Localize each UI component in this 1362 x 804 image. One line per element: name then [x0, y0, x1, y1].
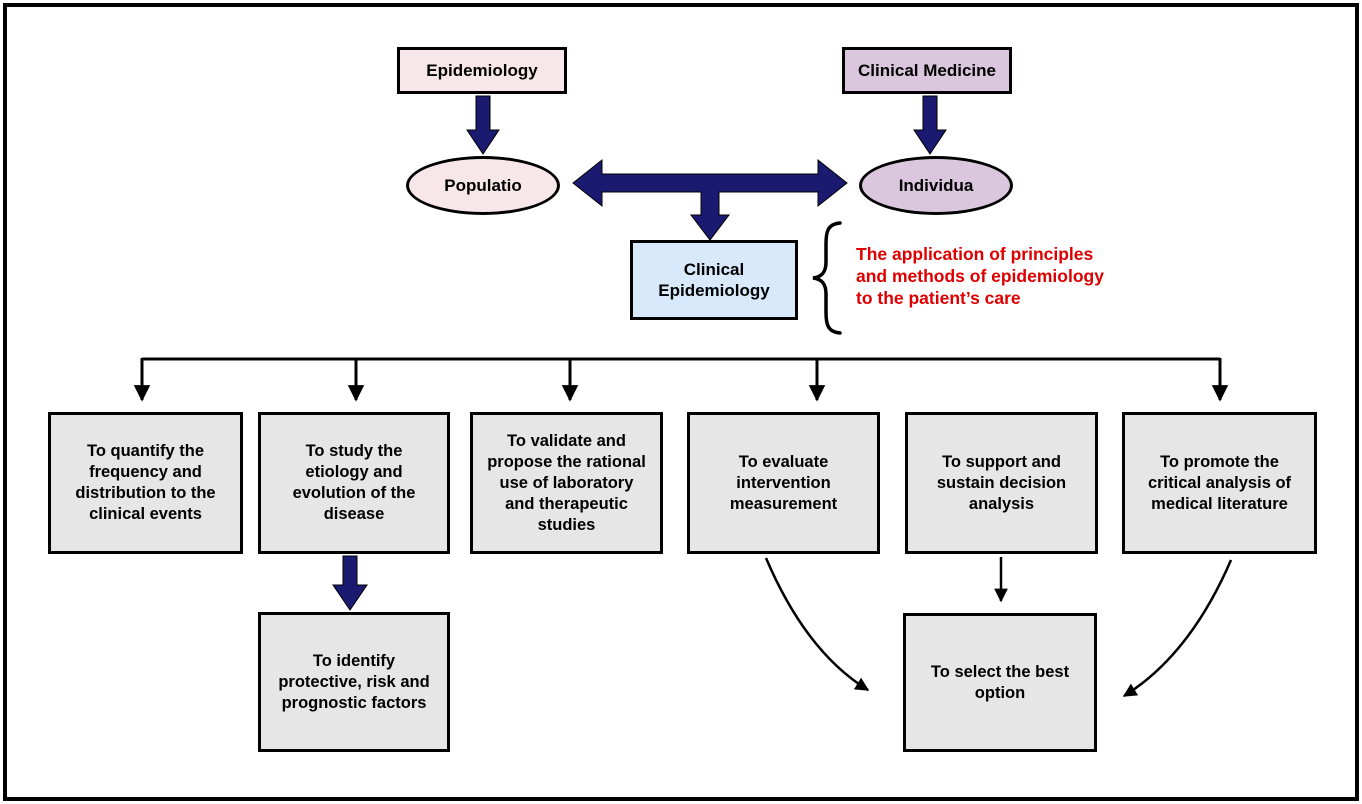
goal-box-identify-factors: To identify protective, risk and prognos…	[258, 612, 450, 752]
goal-text: To quantify the frequency and distributi…	[75, 442, 216, 523]
goal-text: To validate and propose the rational use…	[487, 431, 646, 534]
clinical-medicine-label: Clinical Medicine	[858, 60, 996, 80]
goal-text: To promote the critical analysis of medi…	[1147, 452, 1292, 513]
goal-box-study-etiology: To study the etiology and evolution of t…	[258, 412, 450, 554]
goal-text: To identify protective, risk and prognos…	[278, 651, 430, 712]
goal-text: To evaluate intervention measurement	[729, 452, 838, 513]
goal-box-select-best-option: To select the best option	[903, 613, 1097, 752]
individual-label: Individua	[898, 175, 974, 195]
clinical-medicine-box: Clinical Medicine	[842, 47, 1012, 94]
epidemiology-box: Epidemiology	[397, 47, 567, 94]
clinical-epidemiology-box: Clinical Epidemiology	[630, 240, 798, 320]
goal-text: To support and sustain decision analysis	[936, 452, 1067, 513]
goal-box-validate-rational-use: To validate and propose the rational use…	[470, 412, 663, 554]
population-label: Populatio	[444, 175, 522, 195]
goal-text: To study the etiology and evolution of t…	[292, 442, 416, 523]
goal-text: To select the best option	[930, 662, 1070, 702]
definition-text: The application of principles and method…	[856, 244, 1104, 308]
goal-box-evaluate-intervention: To evaluate intervention measurement	[687, 412, 880, 554]
population-ellipse: Populatio	[406, 156, 560, 215]
goal-box-support-decision: To support and sustain decision analysis	[905, 412, 1098, 554]
individual-ellipse: Individua	[859, 156, 1013, 215]
diagram-border	[3, 3, 1359, 801]
goal-box-promote-critical-analysis: To promote the critical analysis of medi…	[1122, 412, 1317, 554]
goal-box-quantify-frequency: To quantify the frequency and distributi…	[48, 412, 243, 554]
epidemiology-label: Epidemiology	[426, 60, 538, 80]
clinical-epidemiology-label: Clinical Epidemiology	[658, 260, 770, 300]
